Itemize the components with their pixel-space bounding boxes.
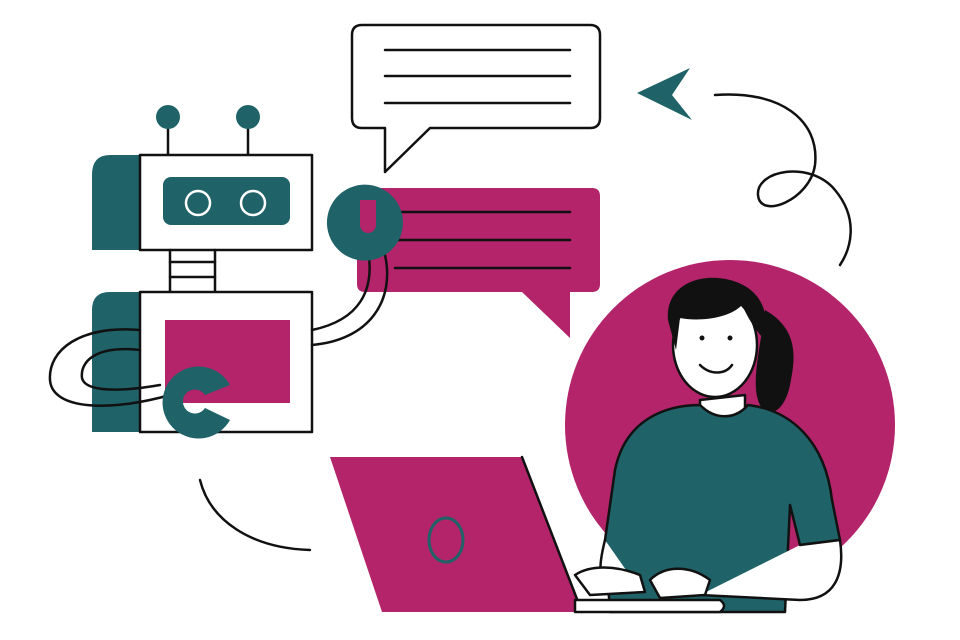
- curly-line: [713, 93, 852, 267]
- robot-icon: [48, 105, 403, 439]
- magenta-speech-bubble-icon: [357, 188, 600, 338]
- laptop-icon: [330, 455, 726, 614]
- white-speech-bubble-icon: [350, 23, 602, 174]
- arrow-cursor-icon: [637, 68, 692, 120]
- person-icon: [573, 277, 843, 614]
- curved-line: [198, 478, 312, 552]
